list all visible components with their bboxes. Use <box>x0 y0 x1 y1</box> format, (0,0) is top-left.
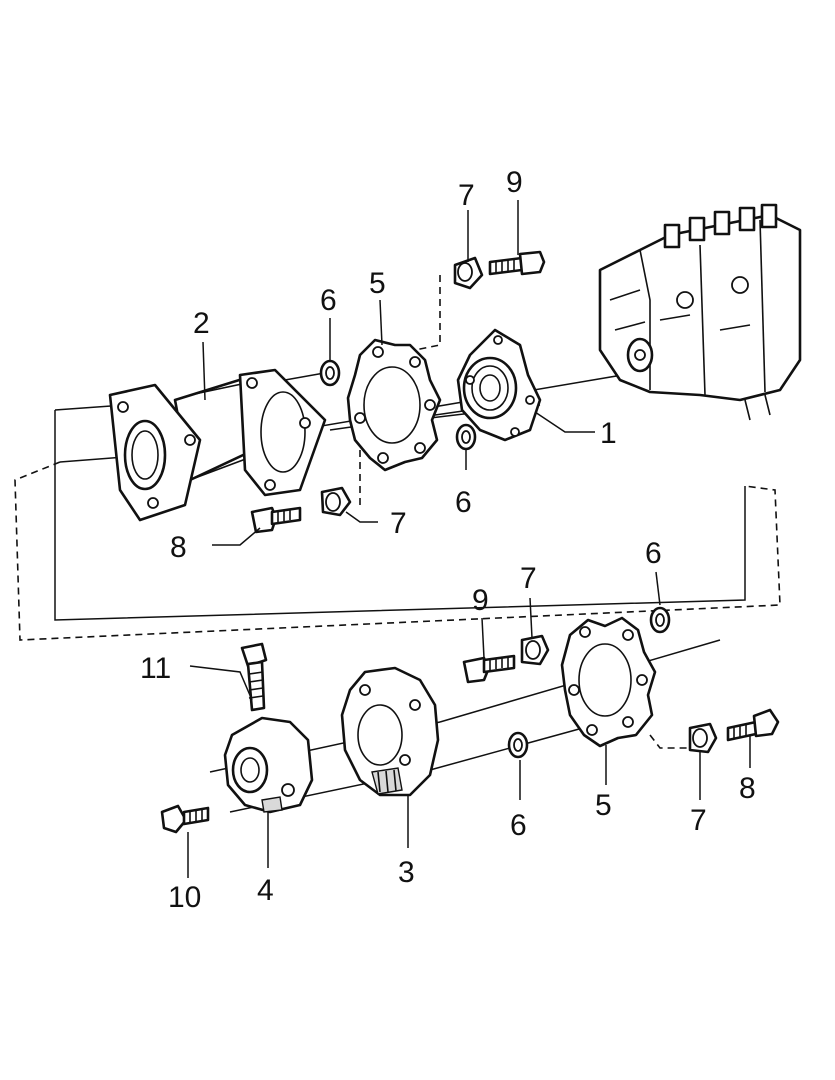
callout-8-mid: 8 <box>170 531 187 564</box>
callout-3: 3 <box>398 856 415 889</box>
part-6-washer-top-upper <box>319 359 341 387</box>
callout-7-mid: 7 <box>390 507 407 540</box>
part-6-washer-bottom-lower <box>507 731 529 759</box>
part-6-washer-top-lower <box>455 423 477 451</box>
part-2-flanged-tube <box>108 368 327 522</box>
part-11-clamp-bolt <box>240 642 268 712</box>
callout-8-bottom: 8 <box>739 772 756 805</box>
callout-6-top-lower: 6 <box>455 486 472 519</box>
part-7-spacer-bottom-lower <box>688 722 718 754</box>
part-6-washer-bottom-right <box>649 606 671 634</box>
injection-pump-illustration <box>598 203 802 421</box>
part-9-bolt-bottom <box>462 654 516 684</box>
callout-5-bottom: 5 <box>595 789 612 822</box>
callout-7-bottom-lower: 7 <box>690 804 707 837</box>
part-10-clamp-bolt <box>160 804 210 834</box>
part-3-coupling-flange <box>340 666 440 797</box>
callout-10: 10 <box>168 881 201 914</box>
callout-7-bottom-upper: 7 <box>520 562 537 595</box>
part-5-flex-disc-top <box>346 338 442 472</box>
part-8-bolt-bottom <box>726 708 780 742</box>
callout-9-top: 9 <box>506 166 523 199</box>
part-7-spacer-bottom-upper <box>520 634 550 666</box>
callout-1: 1 <box>600 417 617 450</box>
part-7-spacer-top <box>453 256 484 290</box>
part-1-drive-hub <box>456 328 542 442</box>
callout-leader-lines <box>187 200 751 878</box>
part-5-flex-disc-bottom <box>560 616 657 748</box>
part-8-bolt-mid <box>250 506 302 534</box>
part-4-clamp-block <box>223 716 314 814</box>
callout-6-bottom-right: 6 <box>645 537 662 570</box>
part-9-bolt-top <box>488 250 546 276</box>
pump-delivery-valves <box>663 203 778 249</box>
callout-2: 2 <box>193 307 210 340</box>
callout-11: 11 <box>140 652 171 685</box>
part-7-spacer-mid <box>320 486 352 517</box>
callout-labels: 7 9 6 5 2 1 6 7 8 6 7 9 11 6 5 7 8 3 4 1… <box>140 166 756 914</box>
callout-6-bottom-lower: 6 <box>510 809 527 842</box>
callout-5-top: 5 <box>369 267 386 300</box>
callout-7-top: 7 <box>458 179 475 212</box>
callout-4: 4 <box>257 874 274 907</box>
callout-9-bottom: 9 <box>472 584 489 617</box>
callout-6-top-upper: 6 <box>320 284 337 317</box>
